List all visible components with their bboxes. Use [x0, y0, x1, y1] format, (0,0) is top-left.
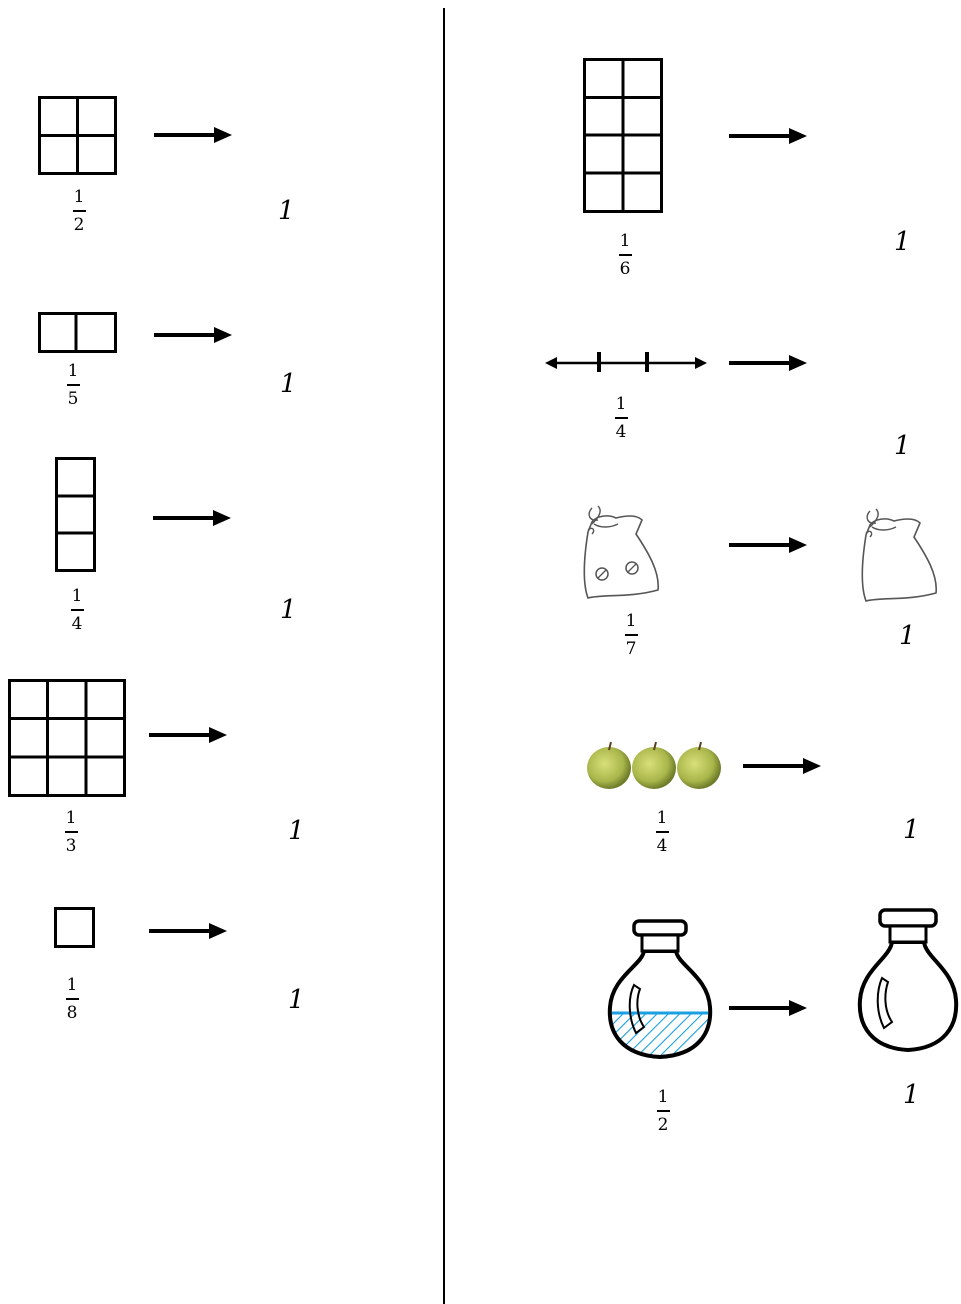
fraction-numerator: 1 — [625, 611, 637, 631]
whole-label: 1 — [288, 816, 305, 846]
fraction-bar — [624, 634, 638, 636]
right-arrow-icon — [729, 537, 807, 553]
fraction-bar — [72, 210, 86, 212]
fraction-label: 1 4 — [647, 809, 677, 856]
whole-label: 1 — [894, 227, 911, 257]
fraction-denominator: 6 — [619, 259, 631, 279]
whole-label: 1 — [280, 369, 297, 399]
right-arrow-icon — [729, 1000, 807, 1016]
glass-jar-icon — [607, 919, 713, 1060]
apple-icon — [632, 741, 676, 789]
right-arrow-icon — [154, 127, 232, 143]
fraction-numerator: 1 — [65, 808, 77, 828]
fraction-numerator: 1 — [619, 231, 631, 251]
empty-bag-icon — [861, 508, 937, 602]
fraction-label: 1 3 — [56, 809, 86, 856]
fraction-label: 1 5 — [58, 362, 88, 409]
fraction-label: 1 8 — [57, 976, 87, 1023]
fraction-denominator: 8 — [66, 1003, 78, 1023]
empty-jar-icon — [857, 908, 959, 1053]
fraction-bar — [618, 254, 632, 256]
whole-label: 1 — [288, 985, 305, 1015]
right-arrow-icon — [154, 327, 232, 343]
whole-label: 1 — [280, 595, 297, 625]
right-arrow-icon — [153, 510, 231, 526]
fraction-bar — [64, 831, 78, 833]
apple-icon — [677, 741, 721, 789]
fraction-numerator: 1 — [657, 1087, 669, 1107]
single-square-shape — [54, 907, 95, 948]
fraction-bar — [656, 1110, 670, 1112]
right-arrow-icon — [729, 128, 807, 144]
fraction-numerator: 1 — [66, 975, 78, 995]
right-arrow-icon — [743, 758, 821, 774]
whole-label: 1 — [894, 431, 911, 461]
whole-label: 1 — [278, 196, 295, 226]
fraction-denominator: 7 — [625, 639, 637, 659]
right-arrow-icon — [729, 355, 807, 371]
fraction-bar — [66, 384, 80, 386]
coin-icon — [595, 567, 609, 581]
fraction-label: 1 7 — [616, 612, 646, 659]
fraction-numerator: 1 — [73, 187, 85, 207]
fraction-denominator: 2 — [657, 1115, 669, 1135]
fraction-numerator: 1 — [71, 586, 83, 606]
right-arrow-icon — [149, 727, 227, 743]
grid-3x1-shape — [55, 457, 96, 572]
fraction-label: 1 2 — [648, 1088, 678, 1135]
grid-2x2-shape — [38, 96, 117, 175]
bag-icon — [583, 505, 659, 599]
fraction-bar — [70, 609, 84, 611]
fraction-label: 1 4 — [62, 587, 92, 634]
grid-1x2-shape — [38, 312, 117, 353]
fraction-bar — [655, 831, 669, 833]
fraction-denominator: 4 — [656, 836, 668, 856]
whole-label: 1 — [903, 815, 920, 845]
right-arrow-icon — [149, 923, 227, 939]
number-line-icon — [545, 352, 707, 372]
coin-icon — [625, 561, 639, 575]
fraction-denominator: 2 — [73, 215, 85, 235]
grid-3x3-shape — [8, 679, 126, 797]
column-divider — [443, 8, 445, 1304]
fraction-denominator: 4 — [615, 422, 627, 442]
fraction-label: 1 2 — [64, 188, 94, 235]
grid-4x2-shape — [583, 58, 663, 213]
fraction-label: 1 4 — [606, 395, 636, 442]
fraction-denominator: 4 — [71, 614, 83, 634]
fraction-denominator: 5 — [67, 389, 79, 409]
fraction-bar — [65, 998, 79, 1000]
fraction-numerator: 1 — [656, 808, 668, 828]
apple-icon — [587, 741, 631, 789]
fraction-numerator: 1 — [67, 361, 79, 381]
fraction-label: 1 6 — [610, 232, 640, 279]
whole-label: 1 — [899, 621, 916, 651]
apple-row — [587, 741, 721, 789]
fraction-bar — [614, 417, 628, 419]
fraction-numerator: 1 — [615, 394, 627, 414]
fraction-denominator: 3 — [65, 836, 77, 856]
whole-label: 1 — [903, 1080, 920, 1110]
